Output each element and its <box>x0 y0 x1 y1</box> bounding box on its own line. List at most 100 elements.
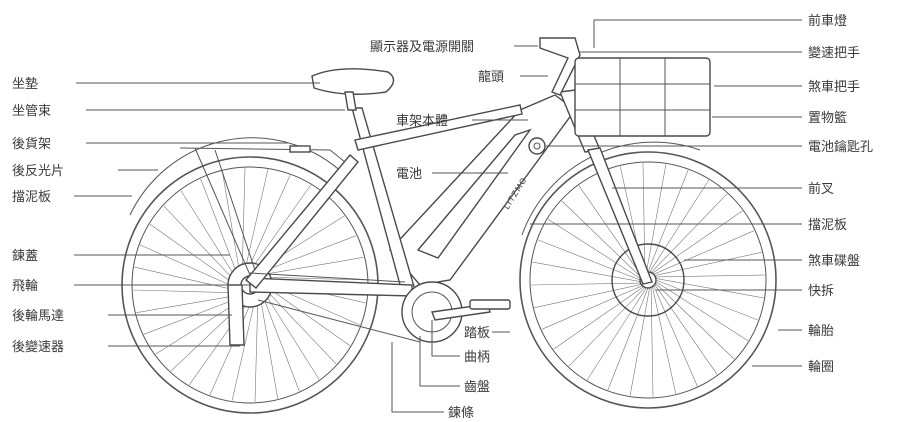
label-battery-key-hole: 電池鑰匙孔 <box>808 140 873 155</box>
spoke <box>266 257 364 275</box>
spoke <box>655 278 764 299</box>
spoke <box>655 282 735 360</box>
battery-key-hole-shape <box>528 137 546 155</box>
label-chain: 鍊條 <box>448 406 474 421</box>
basket-grid <box>575 58 710 136</box>
label-seat-clamp: 坐管束 <box>12 104 51 119</box>
handlebar-shape <box>539 37 581 96</box>
label-saddle: 坐墊 <box>12 77 38 92</box>
spoke <box>263 298 300 392</box>
spoke <box>180 190 234 275</box>
spoke <box>650 193 728 273</box>
pedal-shape <box>469 299 511 310</box>
front-tire <box>519 151 777 409</box>
spoke <box>561 200 641 278</box>
chain-shape <box>249 272 421 343</box>
spoke <box>654 252 762 276</box>
spoke <box>133 289 232 293</box>
rear-reflector-shape <box>289 145 311 153</box>
label-rear-reflector: 後反光片 <box>12 164 64 179</box>
spoke <box>269 288 351 347</box>
label-front-fork: 前叉 <box>808 181 834 197</box>
spoke <box>534 284 642 308</box>
top-tube <box>354 104 523 151</box>
leader-lines <box>74 19 802 413</box>
spoke <box>649 179 710 273</box>
label-stem: 龍頭 <box>478 69 504 85</box>
spoke <box>537 239 641 281</box>
spoke <box>647 169 689 273</box>
spoke <box>263 235 357 272</box>
label-tire: 輪胎 <box>808 323 834 339</box>
label-brake-lever: 煞車把手 <box>808 80 860 95</box>
label-rear-rack: 後貨架 <box>12 136 51 152</box>
label-front-fender: 擋泥板 <box>808 218 847 233</box>
spoke <box>653 230 755 275</box>
seat-stay <box>245 154 359 289</box>
rear-rack-shape <box>179 147 346 276</box>
spoke <box>646 164 667 273</box>
basket-shape <box>574 57 711 137</box>
spoke <box>163 205 232 278</box>
spoke <box>268 292 337 365</box>
spoke <box>652 210 743 274</box>
front-fork-shape <box>587 147 653 285</box>
spoke <box>578 185 642 276</box>
spoke <box>253 184 312 266</box>
spoke <box>655 279 759 321</box>
spoke <box>254 303 258 402</box>
spoke <box>200 178 237 272</box>
spoke <box>655 274 765 278</box>
spoke <box>652 286 676 394</box>
spoke <box>531 282 641 286</box>
spoke <box>553 286 644 350</box>
spoke <box>653 285 698 387</box>
spoke <box>655 281 749 342</box>
spoke <box>134 266 231 290</box>
spoke <box>642 163 646 273</box>
label-quick-release: 快拆 <box>808 284 834 299</box>
spoke <box>607 287 649 391</box>
spoke <box>629 287 650 396</box>
spoke <box>654 284 718 375</box>
label-rear-derailleur: 後變速器 <box>12 339 64 355</box>
spoke <box>260 301 278 399</box>
label-crank: 曲柄 <box>464 350 490 365</box>
label-pedal: 踏板 <box>464 326 490 341</box>
seat-post <box>344 91 357 111</box>
spoke <box>541 285 643 330</box>
label-battery: 電池 <box>396 167 422 182</box>
spoke <box>242 168 246 267</box>
spoke <box>650 287 654 397</box>
label-rim: 輪圈 <box>808 359 834 375</box>
brake-disc <box>611 243 685 317</box>
spoke <box>155 301 240 355</box>
spoke <box>149 223 231 282</box>
label-headlight: 前車燈 <box>808 13 847 29</box>
spoke <box>266 295 320 380</box>
label-basket: 置物籃 <box>808 111 847 126</box>
spoke <box>249 174 291 266</box>
spoke <box>568 287 646 367</box>
spoke <box>245 169 269 266</box>
label-freewheel: 飛輪 <box>12 278 38 294</box>
spoke <box>532 261 641 282</box>
label-display-power-switch: 顯示器及電源開關 <box>370 40 474 55</box>
label-chain-guard: 鍊蓋 <box>12 249 38 264</box>
label-chainring: 齒盤 <box>464 380 490 395</box>
spoke <box>139 244 231 286</box>
label-rear-fender: 擋泥板 <box>12 190 51 205</box>
front-rim <box>529 161 767 399</box>
spoke <box>268 277 367 281</box>
label-brake-disc: 煞車碟盤 <box>808 254 860 269</box>
spoke <box>231 304 255 401</box>
front-spokes <box>531 163 765 397</box>
spoke <box>586 287 647 381</box>
label-shifter: 變速把手 <box>808 45 860 61</box>
spoke <box>136 295 234 313</box>
spoke <box>143 298 237 335</box>
label-frame-body: 車架本體 <box>396 114 448 129</box>
rear-fender-shape <box>129 137 346 216</box>
spoke <box>222 171 240 269</box>
